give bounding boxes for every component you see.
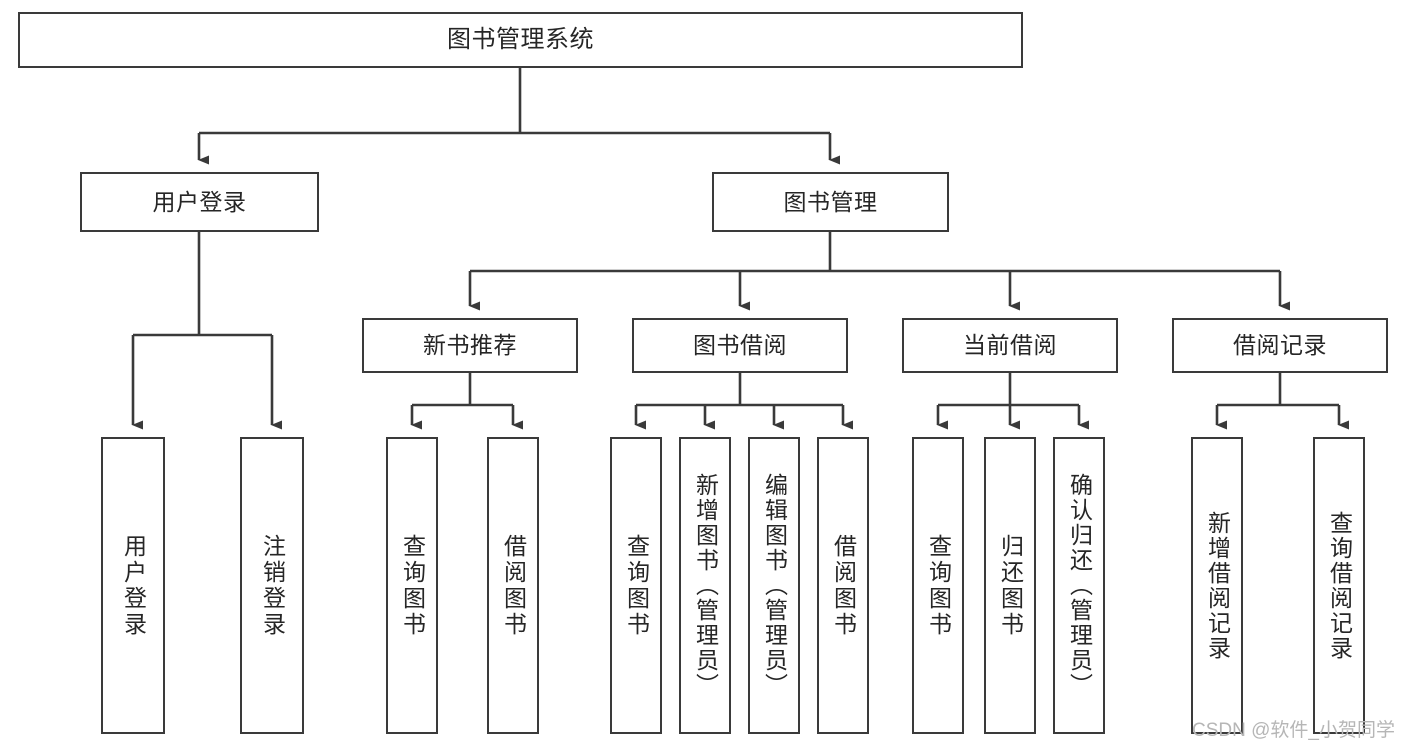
node-leaf-query-record[interactable]: 查询借阅记录 [1313, 437, 1365, 734]
node-leaf-user-login[interactable]: 用户登录 [101, 437, 165, 734]
node-root[interactable]: 图书管理系统 [18, 12, 1023, 68]
node-current-borrow[interactable]: 当前借阅 [902, 318, 1118, 373]
node-leaf-add-book[interactable]: 新增图书（管理员） [679, 437, 731, 734]
node-current-borrow-label: 当前借阅 [963, 332, 1057, 359]
node-leaf-query-book-1[interactable]: 查询图书 [386, 437, 438, 734]
csdn-watermark: CSDN @软件_小贺同学 [1192, 720, 1395, 741]
node-leaf-add-record[interactable]: 新增借阅记录 [1191, 437, 1243, 734]
node-leaf-logout[interactable]: 注销登录 [240, 437, 304, 734]
node-new-book-recommend[interactable]: 新书推荐 [362, 318, 578, 373]
node-leaf-confirm-return[interactable]: 确认归还（管理员） [1053, 437, 1105, 734]
node-borrow-record[interactable]: 借阅记录 [1172, 318, 1388, 373]
node-new-book-recommend-label: 新书推荐 [423, 332, 517, 359]
node-leaf-query-book-2[interactable]: 查询图书 [610, 437, 662, 734]
node-leaf-add-book-label: 新增图书（管理员） [692, 473, 719, 698]
node-leaf-query-book-2-label: 查询图书 [623, 533, 650, 638]
node-book-manage-label: 图书管理 [783, 188, 878, 215]
node-leaf-query-book-3[interactable]: 查询图书 [912, 437, 964, 734]
node-leaf-add-record-label: 新增借阅记录 [1204, 510, 1231, 661]
node-leaf-edit-book[interactable]: 编辑图书（管理员） [748, 437, 800, 734]
node-leaf-return-book-label: 归还图书 [997, 533, 1024, 638]
node-leaf-query-record-label: 查询借阅记录 [1326, 510, 1353, 661]
node-leaf-confirm-return-label: 确认归还（管理员） [1066, 473, 1093, 698]
node-leaf-borrow-book-2[interactable]: 借阅图书 [817, 437, 869, 734]
node-user-login-label: 用户登录 [152, 188, 247, 215]
node-leaf-logout-label: 注销登录 [259, 533, 286, 638]
node-leaf-borrow-book-1[interactable]: 借阅图书 [487, 437, 539, 734]
node-user-login[interactable]: 用户登录 [80, 172, 319, 232]
node-leaf-user-login-label: 用户登录 [120, 533, 147, 638]
node-borrow-record-label: 借阅记录 [1233, 332, 1327, 359]
node-book-manage[interactable]: 图书管理 [712, 172, 949, 232]
node-leaf-return-book[interactable]: 归还图书 [984, 437, 1036, 734]
node-leaf-query-book-3-label: 查询图书 [925, 533, 952, 638]
node-book-borrow-label: 图书借阅 [693, 332, 787, 359]
node-leaf-query-book-1-label: 查询图书 [399, 533, 426, 638]
node-book-borrow[interactable]: 图书借阅 [632, 318, 848, 373]
node-leaf-edit-book-label: 编辑图书（管理员） [761, 473, 788, 698]
node-leaf-borrow-book-2-label: 借阅图书 [830, 533, 857, 638]
node-root-label: 图书管理系统 [447, 26, 594, 54]
node-leaf-borrow-book-1-label: 借阅图书 [500, 533, 527, 638]
